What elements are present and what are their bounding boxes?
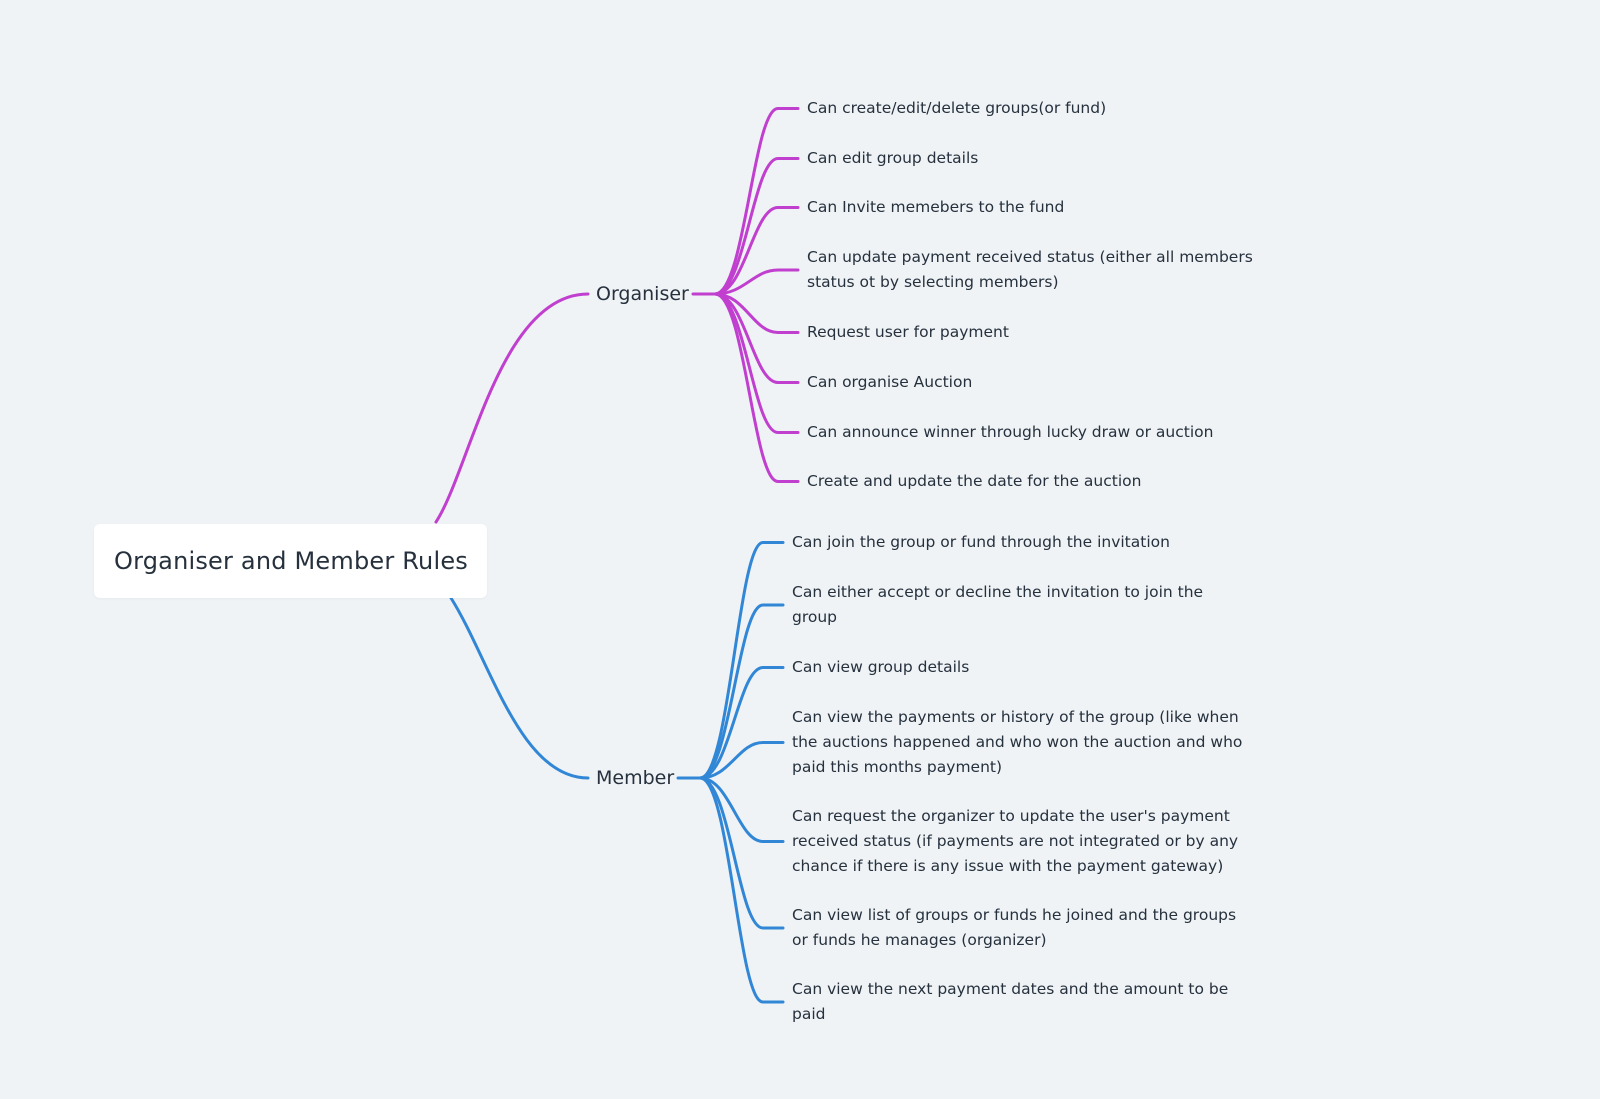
member-rule-text: Can view the next payment dates and the … bbox=[792, 980, 1229, 998]
organiser-rule-item[interactable]: Can update payment received status (eith… bbox=[807, 245, 1277, 295]
organiser-leaf-connector bbox=[713, 292, 800, 483]
member-rule-text: paid this months payment) bbox=[792, 758, 1003, 776]
member-rule-text: Can join the group or fund through the i… bbox=[792, 533, 1170, 551]
member-leaf-connector bbox=[698, 741, 785, 780]
organiser-rule-item[interactable]: Can edit group details bbox=[807, 146, 1277, 171]
member-rule-item[interactable]: Can view the payments or history of the … bbox=[792, 705, 1262, 780]
member-rule-item[interactable]: Can join the group or fund through the i… bbox=[792, 530, 1262, 555]
organiser-rule-text: Can announce winner through lucky draw o… bbox=[807, 423, 1214, 441]
organiser-rule-text: Can edit group details bbox=[807, 149, 979, 167]
member-rule-text: Can view list of groups or funds he join… bbox=[792, 906, 1237, 924]
branch-organiser[interactable]: Organiser bbox=[596, 283, 689, 305]
organiser-rule-text: Can organise Auction bbox=[807, 373, 973, 391]
organiser-rule-item[interactable]: Request user for payment bbox=[807, 320, 1277, 345]
member-rule-text: Can either accept or decline the invitat… bbox=[792, 583, 1204, 601]
organiser-rule-text: Can Invite memebers to the fund bbox=[807, 198, 1065, 216]
member-rule-text: Can view the payments or history of the … bbox=[792, 708, 1239, 726]
organiser-connectors bbox=[434, 107, 800, 524]
member-rule-text: paid bbox=[792, 1005, 826, 1023]
member-rule-text: Can view group details bbox=[792, 658, 970, 676]
member-rule-text: received status (if payments are not int… bbox=[792, 832, 1239, 850]
member-rule-item[interactable]: Can either accept or decline the invitat… bbox=[792, 580, 1262, 630]
member-rule-text: group bbox=[792, 608, 838, 626]
root-topic-title: Organiser and Member Rules bbox=[114, 547, 468, 575]
root-topic[interactable]: Organiser and Member Rules bbox=[94, 524, 487, 598]
organiser-leaf-connector bbox=[713, 292, 800, 434]
organiser-rule-item[interactable]: Create and update the date for the aucti… bbox=[807, 469, 1277, 494]
member-rule-text: or funds he manages (organizer) bbox=[792, 931, 1047, 949]
member-leaf-connector bbox=[698, 603, 785, 780]
organiser-rule-text: Create and update the date for the aucti… bbox=[807, 472, 1142, 490]
organiser-leaf-connector bbox=[713, 206, 800, 296]
organiser-rule-text: Can update payment received status (eith… bbox=[807, 248, 1253, 266]
organiser-leaf-connector bbox=[713, 157, 800, 296]
member-leaf-connector bbox=[698, 541, 785, 780]
member-rule-item[interactable]: Can view group details bbox=[792, 655, 1262, 680]
member-rule-item[interactable]: Can view the next payment dates and the … bbox=[792, 977, 1262, 1027]
member-leaf-connector bbox=[698, 776, 785, 843]
organiser-leaf-connector bbox=[713, 268, 800, 296]
member-leaf-connector bbox=[698, 776, 785, 930]
member-rule-text: Can request the organizer to update the … bbox=[792, 807, 1230, 825]
organiser-rule-item[interactable]: Can announce winner through lucky draw o… bbox=[807, 420, 1277, 445]
member-connectors bbox=[449, 541, 785, 1004]
member-root-connector bbox=[449, 596, 590, 780]
member-rule-text: the auctions happened and who won the au… bbox=[792, 733, 1243, 751]
member-rule-item[interactable]: Can view list of groups or funds he join… bbox=[792, 903, 1262, 953]
member-leaf-connector bbox=[698, 666, 785, 780]
organiser-rule-text: Can create/edit/delete groups(or fund) bbox=[807, 99, 1107, 117]
organiser-leaf-connector bbox=[713, 107, 800, 296]
member-leaf-connector bbox=[698, 776, 785, 1004]
organiser-rule-item[interactable]: Can Invite memebers to the fund bbox=[807, 195, 1277, 220]
organiser-rule-item[interactable]: Can organise Auction bbox=[807, 370, 1277, 395]
member-rule-item[interactable]: Can request the organizer to update the … bbox=[792, 804, 1262, 879]
organiser-rule-text: Request user for payment bbox=[807, 323, 1009, 341]
organiser-rule-text: status ot by selecting members) bbox=[807, 273, 1059, 291]
branch-member[interactable]: Member bbox=[596, 767, 675, 789]
member-rule-text: chance if there is any issue with the pa… bbox=[792, 857, 1224, 875]
organiser-rule-item[interactable]: Can create/edit/delete groups(or fund) bbox=[807, 96, 1277, 121]
organiser-root-connector bbox=[434, 292, 590, 524]
